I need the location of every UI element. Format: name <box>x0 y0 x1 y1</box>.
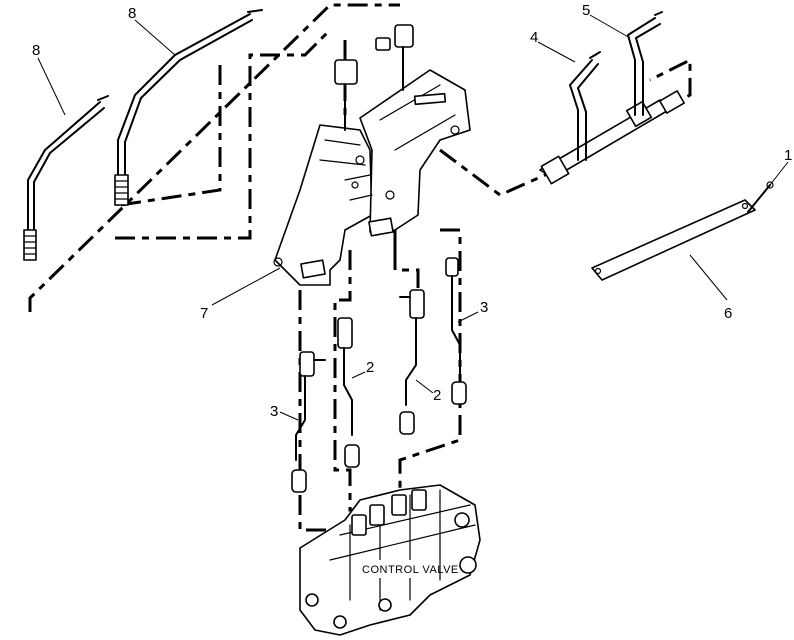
callout-8-right: 8 <box>128 5 136 22</box>
callout-3-right: 3 <box>480 299 488 316</box>
cover-plate-6 <box>591 199 756 281</box>
callout-7: 7 <box>200 305 208 322</box>
callout-2-right: 2 <box>433 387 441 404</box>
lever-rod-5 <box>627 11 663 116</box>
linkage-rod-3-right <box>445 257 467 405</box>
linkage-rod-3-left <box>291 351 326 493</box>
lever-rod-4 <box>569 51 601 161</box>
callout-3-left: 3 <box>270 403 278 420</box>
callout-2-left: 2 <box>366 359 374 376</box>
callout-leaders <box>37 14 789 421</box>
phantom-routing-lines <box>28 3 692 532</box>
callout-8-left: 8 <box>32 42 40 59</box>
top-fittings <box>334 24 414 131</box>
callout-6: 6 <box>724 305 732 322</box>
screw-1 <box>747 181 774 213</box>
linkage-rod-2-left <box>337 317 360 468</box>
lever-rod-8-left <box>23 95 109 261</box>
valve-label: CONTROL VALVE <box>362 564 459 576</box>
callout-5: 5 <box>582 2 590 19</box>
callout-1: 1 <box>784 147 792 164</box>
linkage-rod-2-right <box>399 289 425 435</box>
cross-tube-assembly <box>539 90 685 185</box>
callout-4: 4 <box>530 29 538 46</box>
control-valve: CONTROL VALVE <box>299 484 481 636</box>
mounting-bracket-7 <box>273 69 471 286</box>
lever-rod-8-right <box>114 9 263 206</box>
